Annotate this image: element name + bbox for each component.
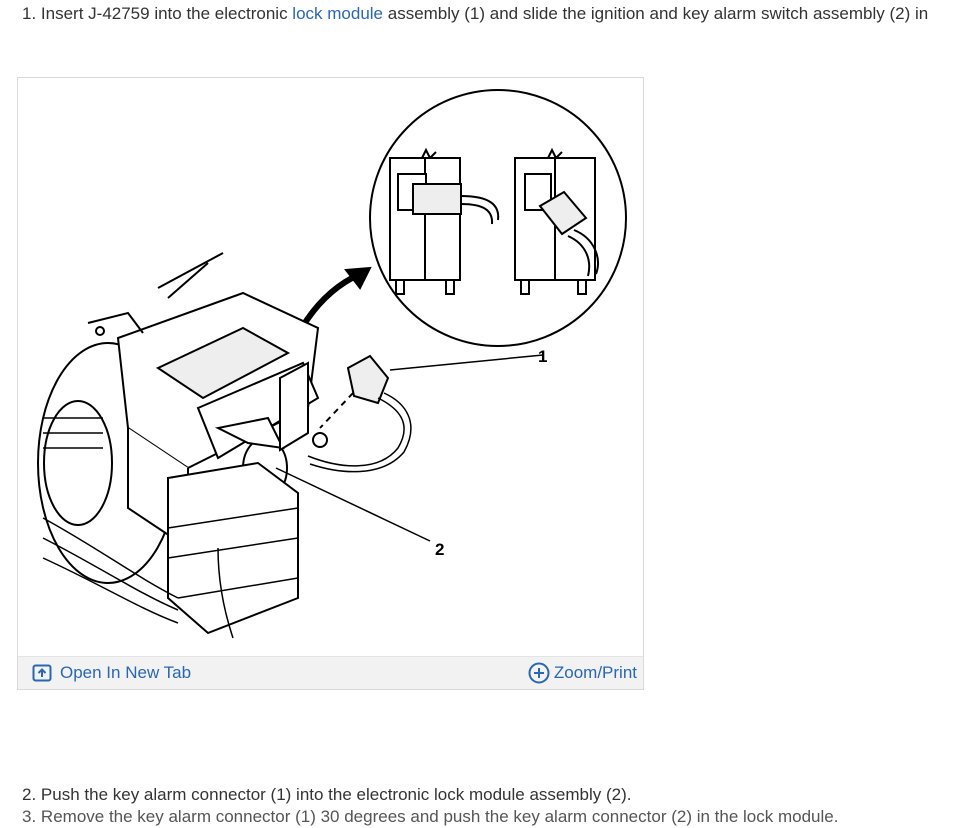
lock-module-link[interactable]: lock module: [292, 4, 384, 23]
figure-toolbar: Open In New Tab Zoom/Print: [18, 656, 643, 689]
step-1: 1. Insert J-42759 into the electronic lo…: [22, 3, 928, 25]
step-text-post: assembly (1) and slide the ignition and …: [383, 4, 929, 23]
zoom-print-button[interactable]: Zoom/Print: [528, 662, 637, 684]
plus-circle-icon: [528, 662, 550, 684]
open-new-tab-label: Open In New Tab: [60, 663, 192, 682]
step-number: 3.: [22, 807, 37, 826]
open-new-tab-icon: [32, 664, 52, 682]
step-text: Remove the key alarm connector (1) 30 de…: [40, 807, 839, 826]
figure-panel: 1 2 Open In New Tab Zoom/Print: [17, 77, 644, 690]
step-3: 3. Remove the key alarm connector (1) 30…: [22, 806, 838, 828]
step-text-pre: Insert J-42759 into the electronic: [40, 4, 293, 23]
zoom-print-label: Zoom/Print: [553, 663, 637, 682]
ignition-lock-diagram: 1 2: [37, 89, 627, 639]
open-new-tab-button[interactable]: Open In New Tab: [32, 663, 191, 683]
step-2: 2. Push the key alarm connector (1) into…: [22, 784, 631, 806]
step-text: Push the key alarm connector (1) into th…: [40, 785, 632, 804]
step-number: 1.: [22, 4, 37, 23]
step-number: 2.: [22, 785, 37, 804]
callout-2: 2: [435, 540, 444, 559]
callout-1: 1: [538, 347, 547, 366]
